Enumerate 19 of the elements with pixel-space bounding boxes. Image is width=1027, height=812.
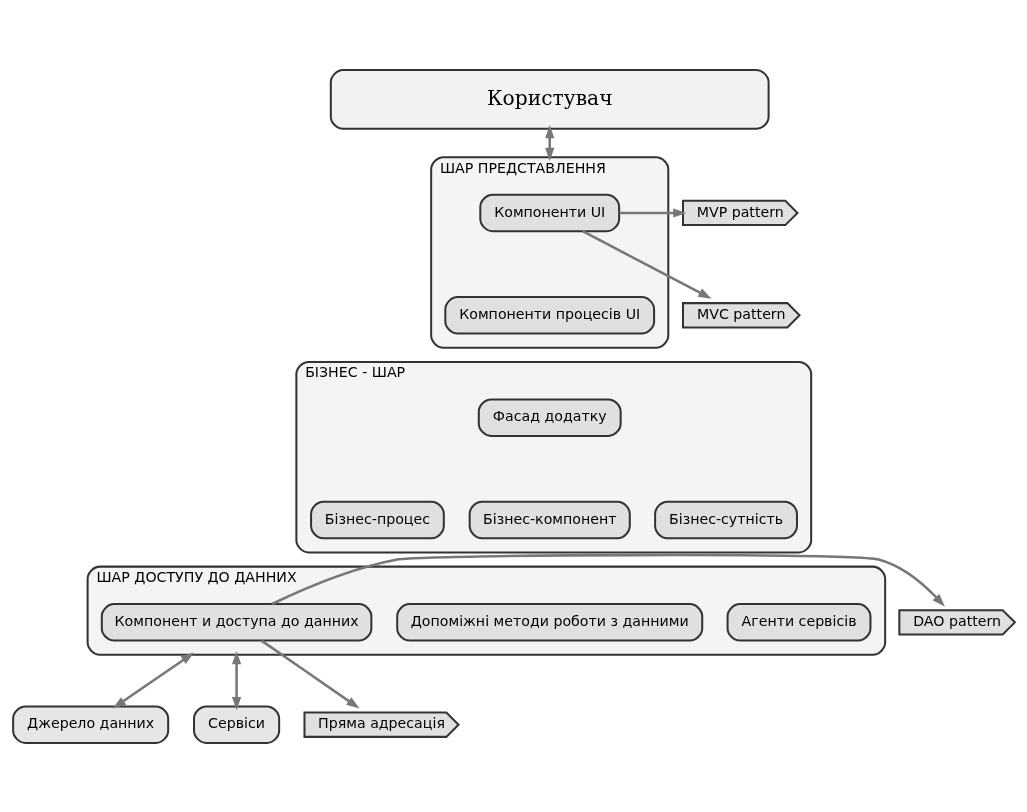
node-box: Компоненти UI [478, 193, 620, 232]
arrow [260, 639, 360, 708]
arrow [271, 553, 945, 607]
node-box: Компоненти процесів UI [443, 295, 655, 335]
node-box: Користувач [329, 68, 770, 130]
arrow [231, 650, 241, 710]
node-box: Фасад додатку [477, 397, 622, 437]
arrow [112, 652, 194, 708]
arrow [544, 124, 554, 161]
node-box: Компонент и доступа до данних [100, 602, 372, 642]
node-box: Бізнес-сутність [653, 500, 798, 539]
node-box: Сервіси [192, 704, 280, 744]
arrow [581, 229, 711, 299]
node-box: Джерело данних [11, 704, 169, 744]
node-box: Бізнес-компонент [468, 500, 631, 539]
node-box: Бізнес-процес [309, 500, 445, 539]
node-box: Допоміжні методи роботи з данними [395, 602, 703, 642]
arrow [618, 207, 686, 218]
node-box: Агенти сервісів [726, 602, 871, 642]
